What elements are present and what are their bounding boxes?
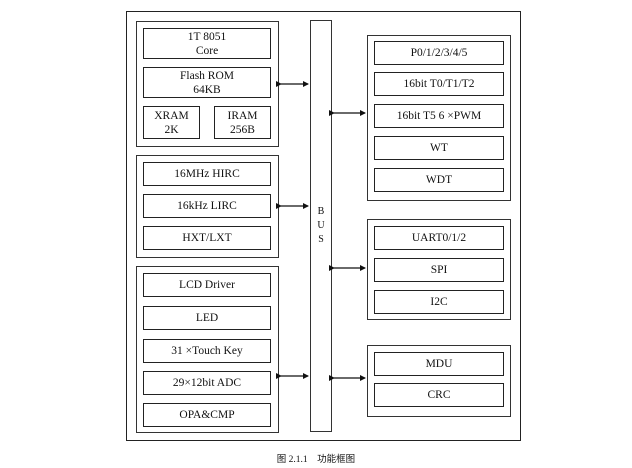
opa-cmp-box: OPA&CMP [143, 403, 271, 427]
led-box: LED [143, 306, 271, 330]
iram-box: IRAM 256B [214, 106, 271, 139]
hirc-box: 16MHz HIRC [143, 162, 271, 186]
touch-key-box: 31 ×Touch Key [143, 339, 271, 363]
core-box: 1T 8051 Core [143, 28, 271, 59]
timer012-label: 16bit T0/T1/T2 [403, 78, 475, 90]
wdt-box: WDT [374, 168, 504, 192]
adc-box: 29×12bit ADC [143, 371, 271, 395]
i2c-box: I2C [374, 290, 504, 314]
timers-group [367, 35, 511, 201]
xram-line1: XRAM [154, 109, 189, 122]
flash-rom-line1: Flash ROM [180, 69, 234, 82]
mdu-label: MDU [425, 358, 453, 370]
crc-box: CRC [374, 383, 504, 407]
spi-label: SPI [430, 264, 448, 276]
i2c-label: I2C [430, 296, 448, 308]
iram-line2: 256B [230, 123, 255, 136]
flash-rom-box: Flash ROM 64KB [143, 67, 271, 98]
crc-label: CRC [427, 389, 451, 401]
uart-label: UART0/1/2 [411, 232, 467, 244]
xram-box: XRAM 2K [143, 106, 200, 139]
bus-letter: B [317, 206, 325, 217]
bus-letter: U [317, 220, 325, 231]
flash-rom-line2: 64KB [193, 83, 221, 96]
hirc-label: 16MHz HIRC [174, 168, 240, 180]
wt-label: WT [430, 142, 448, 154]
lcd-driver-box: LCD Driver [143, 273, 271, 297]
touch-key-label: 31 ×Touch Key [171, 345, 243, 357]
mdu-box: MDU [374, 352, 504, 376]
timer5-pwm-box: 16bit T5 6 ×PWM [374, 104, 504, 128]
bus-letter: S [318, 234, 324, 245]
math-group [367, 345, 511, 417]
lcd-driver-label: LCD Driver [179, 279, 235, 291]
diagram-frame [126, 11, 521, 441]
ports-box: P0/1/2/3/4/5 [374, 41, 504, 65]
hxt-lxt-label: HXT/LXT [182, 232, 232, 244]
comm-group [367, 219, 511, 320]
led-label: LED [195, 312, 219, 324]
figure-caption: 图 2.1.1 功能框图 [276, 455, 356, 465]
bus-label: B U S [311, 205, 331, 247]
adc-label: 29×12bit ADC [172, 377, 242, 389]
xram-line2: 2K [164, 123, 179, 136]
wt-box: WT [374, 136, 504, 160]
lirc-label: 16kHz LIRC [177, 200, 237, 212]
analog-group [136, 266, 279, 433]
bus-bar [310, 20, 332, 432]
uart-box: UART0/1/2 [374, 226, 504, 250]
timer5-pwm-label: 16bit T5 6 ×PWM [396, 110, 482, 122]
core-box-line1: 1T 8051 [187, 30, 227, 43]
ports-label: P0/1/2/3/4/5 [410, 47, 468, 59]
wdt-label: WDT [425, 174, 453, 186]
spi-box: SPI [374, 258, 504, 282]
iram-line1: IRAM [227, 109, 258, 122]
lirc-box: 16kHz LIRC [143, 194, 271, 218]
core-box-line2: Core [195, 44, 219, 57]
opa-cmp-label: OPA&CMP [179, 409, 235, 421]
timer012-box: 16bit T0/T1/T2 [374, 72, 504, 96]
hxt-lxt-box: HXT/LXT [143, 226, 271, 250]
